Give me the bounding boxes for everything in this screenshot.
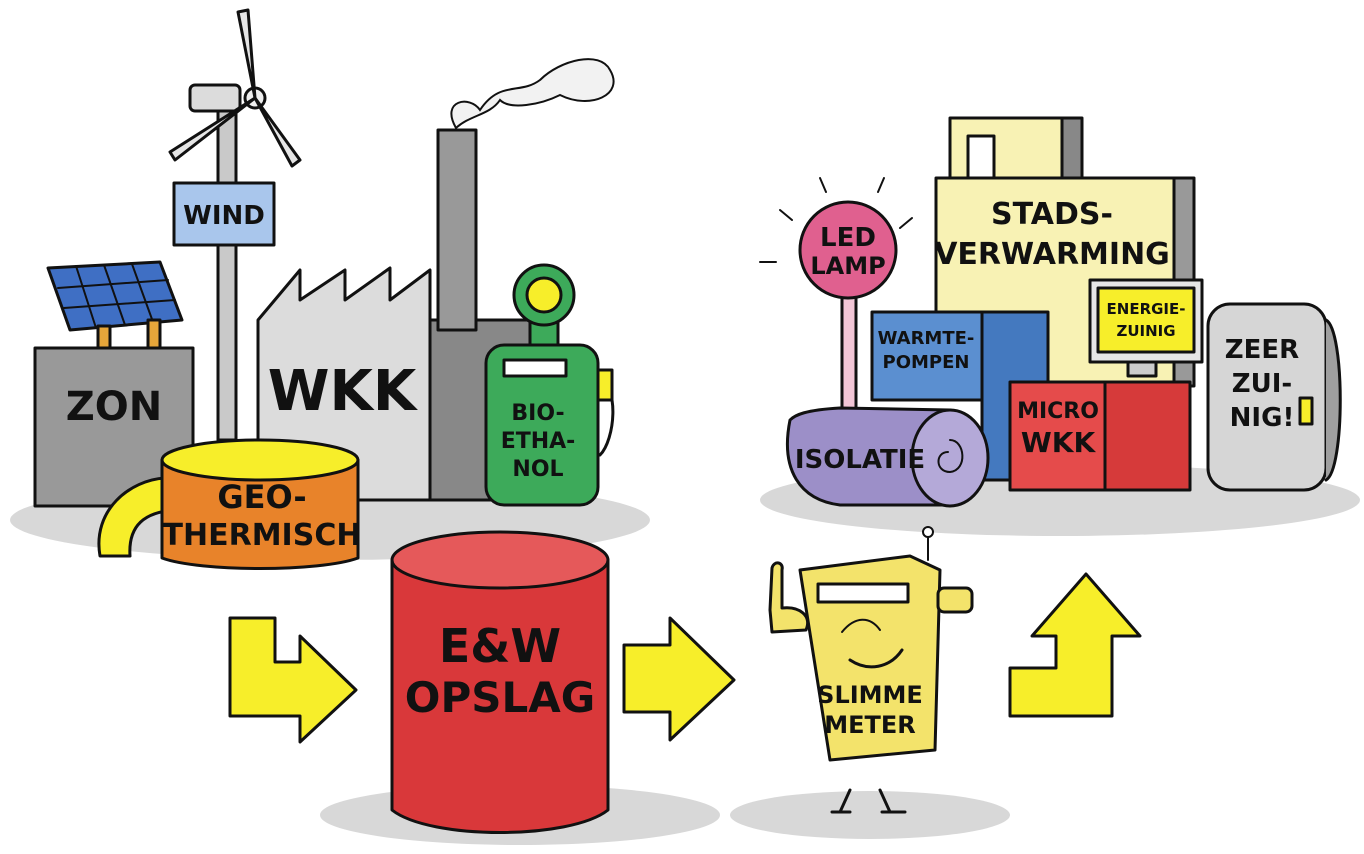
meter-label-line2: METER	[824, 711, 916, 739]
warmte-label-line2: POMPEN	[883, 352, 970, 373]
led-label-line1: LED	[820, 223, 876, 253]
energie-label-line2: ZUINIG	[1116, 322, 1175, 340]
zeer-label-line2: ZUI-	[1232, 369, 1292, 399]
arrow-storage-to-meter	[622, 616, 736, 742]
solar-panel	[46, 260, 184, 352]
isolatie-label: ISOLATIE	[795, 445, 925, 475]
micro-wkk-unit	[1008, 380, 1192, 492]
zeer-label-line3: NIG!	[1230, 403, 1295, 433]
energiezuinig-monitor	[1088, 278, 1204, 378]
stads-label-line2: VERWARMING	[934, 237, 1170, 272]
geo-label-line2: THERMISCH	[163, 518, 362, 553]
arrow-meter-to-consumers	[1008, 572, 1142, 718]
wkk-label: WKK	[268, 359, 419, 424]
bio-label-line3: NOL	[512, 457, 563, 482]
micro-label-line2: WKK	[1021, 426, 1097, 459]
bio-ethanol-pump	[484, 263, 615, 507]
meter-label-line1: SLIMME	[817, 681, 923, 709]
zeer-zuinig-fridge	[1206, 302, 1342, 492]
zon-label: ZON	[66, 384, 162, 430]
bio-label-line2: ETHA-	[501, 429, 576, 454]
wind-label: WIND	[183, 201, 265, 231]
led-lamp	[759, 177, 913, 412]
bio-label-line1: BIO-	[511, 401, 564, 426]
led-label-line2: LAMP	[810, 252, 885, 280]
wind-label-box	[172, 181, 276, 247]
micro-label-line1: MICRO	[1017, 399, 1099, 424]
isolatie-roll	[785, 406, 990, 508]
storage-barrel	[390, 530, 610, 834]
ground-shadow-meter	[730, 791, 1010, 839]
storage-label-line2: OPSLAG	[405, 673, 595, 722]
zeer-label-line1: ZEER	[1225, 335, 1299, 365]
storage-label-line1: E&W	[439, 619, 561, 673]
arrow-into-storage	[228, 616, 358, 744]
smart-meter-character	[768, 526, 974, 814]
stads-label-line1: STADS-	[991, 197, 1113, 232]
geo-label-line1: GEO-	[217, 478, 306, 516]
warmte-label-line1: WARMTE-	[878, 328, 975, 349]
energie-label-line1: ENERGIE-	[1107, 300, 1186, 318]
geothermal-tank	[97, 438, 360, 570]
